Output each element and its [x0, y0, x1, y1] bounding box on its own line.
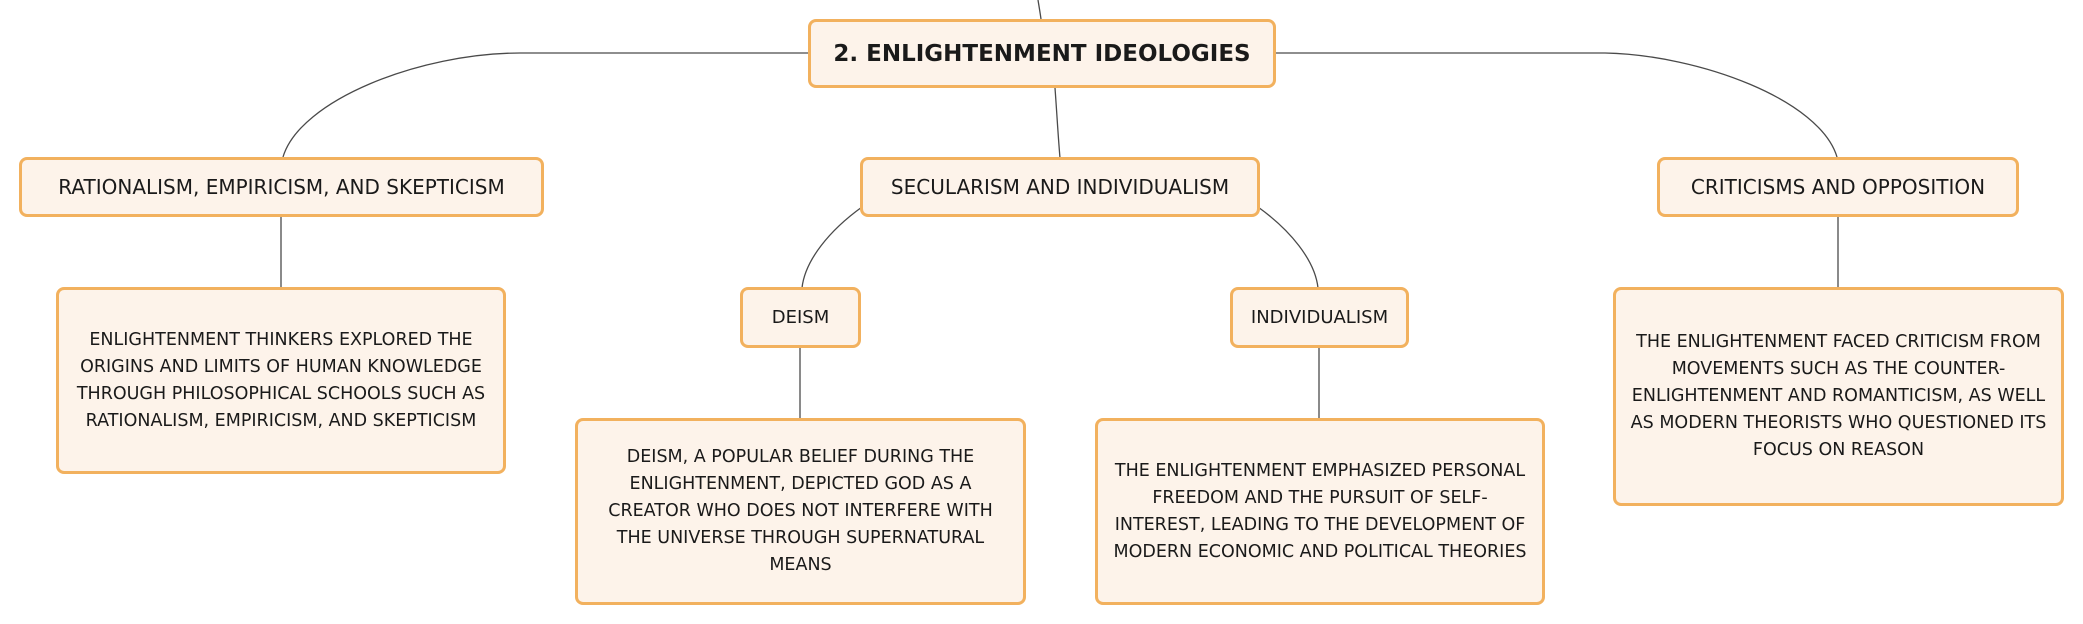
- connector-root-to-rationalism: [282, 52, 808, 158]
- connector-secularism-to-deism: [801, 206, 863, 289]
- connector-root-to-criticisms: [1276, 52, 1838, 158]
- node-deism[interactable]: DEISM: [740, 287, 861, 348]
- node-deism-detail[interactable]: DEISM, A POPULAR BELIEF DURING THE ENLIG…: [575, 418, 1026, 605]
- node-rationalism-detail[interactable]: ENLIGHTENMENT THINKERS EXPLORED THE ORIG…: [56, 287, 506, 474]
- node-criticisms-opposition[interactable]: CRITICISMS AND OPPOSITION: [1657, 157, 2019, 217]
- connector-root-to-parent: [1037, 0, 1042, 20]
- node-rationalism-empiricism-skepticism[interactable]: RATIONALISM, EMPIRICISM, AND SKEPTICISM: [19, 157, 544, 217]
- node-individualism-detail[interactable]: THE ENLIGHTENMENT EMPHASIZED PERSONAL FR…: [1095, 418, 1545, 605]
- node-criticisms-detail[interactable]: THE ENLIGHTENMENT FACED CRITICISM FROM M…: [1613, 287, 2064, 506]
- connector-root-to-secularism: [1054, 87, 1061, 159]
- node-individualism[interactable]: INDIVIDUALISM: [1230, 287, 1409, 348]
- connector-secularism-to-individualism: [1257, 206, 1319, 289]
- root-node-enlightenment-ideologies[interactable]: 2. ENLIGHTENMENT IDEOLOGIES: [808, 19, 1276, 88]
- node-secularism-individualism[interactable]: SECULARISM AND INDIVIDUALISM: [860, 157, 1260, 217]
